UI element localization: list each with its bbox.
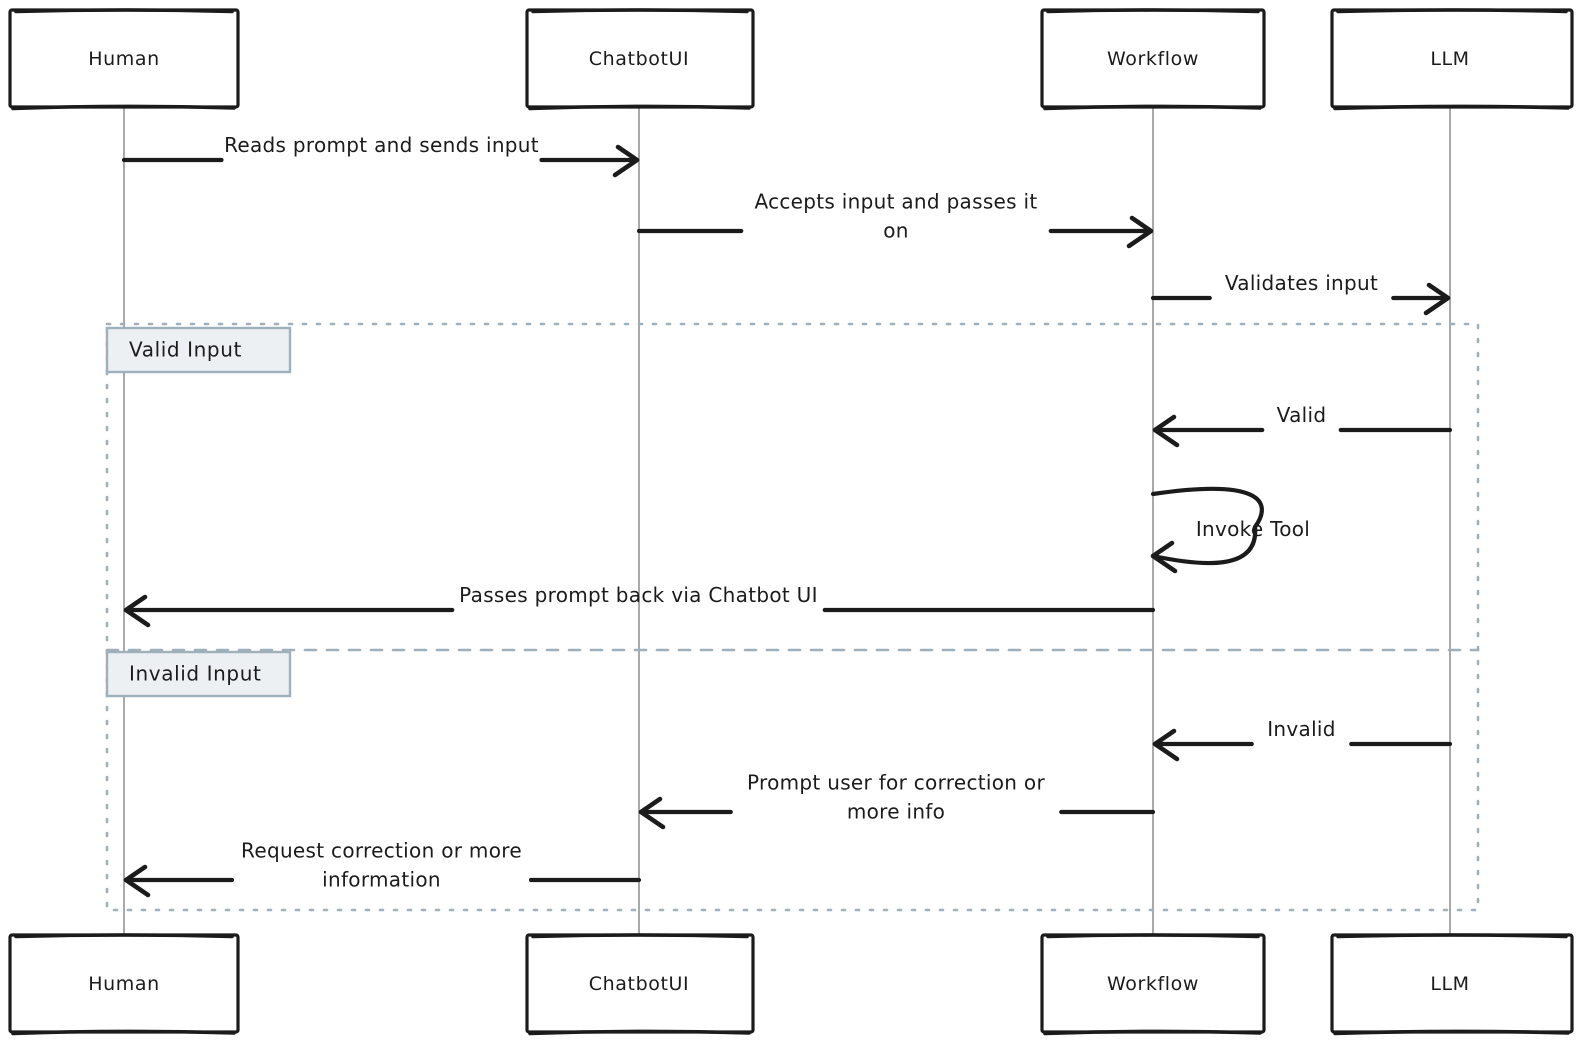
actors-top-layer: Human ChatbotUI Workflow LLM bbox=[8, 8, 1574, 111]
alt-section-tag-invalid[interactable]: Invalid Input bbox=[105, 650, 292, 698]
message-arrowhead bbox=[1126, 215, 1154, 249]
actor-box-workflow-bottom[interactable]: Workflow bbox=[1040, 933, 1266, 1036]
message-label-m6: Passes prompt back via Chatbot UI bbox=[459, 583, 818, 607]
actor-label-llm: LLM bbox=[1430, 48, 1469, 70]
message-label-m3: Validates input bbox=[1225, 271, 1378, 295]
actor-box-sketch-edge bbox=[14, 8, 234, 14]
message-m9[interactable]: Request correction or more information bbox=[123, 839, 642, 898]
actor-box-sketch-edge bbox=[11, 104, 236, 111]
actor-box-sketch-edge bbox=[14, 933, 234, 939]
message-label-m8: more info bbox=[847, 800, 945, 824]
actor-box-sketch-edge bbox=[1336, 933, 1568, 939]
actor-box-human-bottom[interactable]: Human bbox=[8, 933, 240, 1036]
actor-box-sketch-edge bbox=[1046, 8, 1260, 14]
message-label-m7: Invalid bbox=[1267, 717, 1336, 741]
message-m1[interactable]: Reads prompt and sends input bbox=[121, 133, 640, 178]
message-m5[interactable]: Invoke Tool bbox=[1150, 486, 1310, 574]
message-arrowhead bbox=[123, 594, 151, 628]
message-label-m8: Prompt user for correction or bbox=[747, 771, 1045, 795]
actor-box-sketch-edge bbox=[1333, 104, 1570, 111]
message-label-m4: Valid bbox=[1277, 403, 1327, 427]
message-label-m2: Accepts input and passes it bbox=[754, 190, 1037, 214]
actor-label-workflow: Workflow bbox=[1107, 48, 1199, 70]
message-arrowhead bbox=[638, 796, 666, 830]
actor-box-sketch-edge bbox=[528, 1029, 751, 1036]
message-m6[interactable]: Passes prompt back via Chatbot UI bbox=[123, 583, 1156, 628]
alt-block-layer bbox=[105, 322, 1480, 912]
alt-tag-label-valid: Valid Input bbox=[129, 338, 242, 362]
actor-box-llm-bottom[interactable]: LLM bbox=[1330, 933, 1574, 1036]
lifelines-layer bbox=[123, 107, 1451, 935]
alt-tag-label-invalid: Invalid Input bbox=[129, 662, 261, 686]
actor-box-llm-top[interactable]: LLM bbox=[1330, 8, 1574, 111]
actor-label-human: Human bbox=[88, 973, 160, 995]
actor-box-sketch-edge bbox=[528, 104, 751, 111]
alt-tag-background bbox=[105, 326, 292, 374]
message-arrowhead bbox=[1423, 282, 1451, 316]
alt-block-frame bbox=[105, 322, 1480, 912]
actor-box-sketch-edge bbox=[1043, 104, 1262, 111]
actor-box-chatbot-bottom[interactable]: ChatbotUI bbox=[525, 933, 755, 1036]
actor-label-llm: LLM bbox=[1430, 973, 1469, 995]
actor-box-sketch-edge bbox=[1336, 8, 1568, 14]
message-m4[interactable]: Valid bbox=[1152, 403, 1453, 448]
alt-section-tag-valid[interactable]: Valid Input bbox=[105, 326, 292, 374]
actor-box-sketch-edge bbox=[1043, 1029, 1262, 1036]
actors-bottom-layer: Human ChatbotUI Workflow LLM bbox=[8, 933, 1574, 1036]
actor-box-sketch-edge bbox=[531, 933, 749, 939]
message-arrowhead bbox=[1150, 540, 1178, 574]
message-self-loop bbox=[1150, 486, 1264, 566]
message-m7[interactable]: Invalid bbox=[1152, 717, 1453, 762]
actor-label-chatbot: ChatbotUI bbox=[589, 973, 689, 995]
actor-box-human-top[interactable]: Human bbox=[8, 8, 240, 111]
actor-label-human: Human bbox=[88, 48, 160, 70]
actor-label-chatbot: ChatbotUI bbox=[589, 48, 689, 70]
message-label-m5: Invoke Tool bbox=[1196, 517, 1310, 541]
message-label-m2: on bbox=[883, 219, 909, 243]
actor-box-workflow-top[interactable]: Workflow bbox=[1040, 8, 1266, 111]
message-arrowhead bbox=[612, 144, 640, 178]
actor-box-sketch-edge bbox=[11, 1029, 236, 1036]
alt-tag-background bbox=[105, 650, 292, 698]
message-m8[interactable]: Prompt user for correction or more info bbox=[638, 771, 1156, 830]
message-label-m9: Request correction or more bbox=[241, 839, 522, 863]
message-arrowhead bbox=[1152, 414, 1180, 448]
actor-box-sketch-edge bbox=[531, 8, 749, 14]
actor-box-sketch-edge bbox=[1046, 933, 1260, 939]
actor-label-workflow: Workflow bbox=[1107, 973, 1199, 995]
message-m2[interactable]: Accepts input and passes it on bbox=[636, 190, 1154, 249]
message-label-m1: Reads prompt and sends input bbox=[224, 133, 539, 157]
message-arrowhead bbox=[1152, 728, 1180, 762]
message-arrowhead bbox=[123, 864, 151, 898]
message-m3[interactable]: Validates input bbox=[1150, 271, 1451, 316]
actor-box-chatbot-top[interactable]: ChatbotUI bbox=[525, 8, 755, 111]
actor-box-sketch-edge bbox=[1333, 1029, 1570, 1036]
message-label-m9: information bbox=[322, 868, 441, 892]
